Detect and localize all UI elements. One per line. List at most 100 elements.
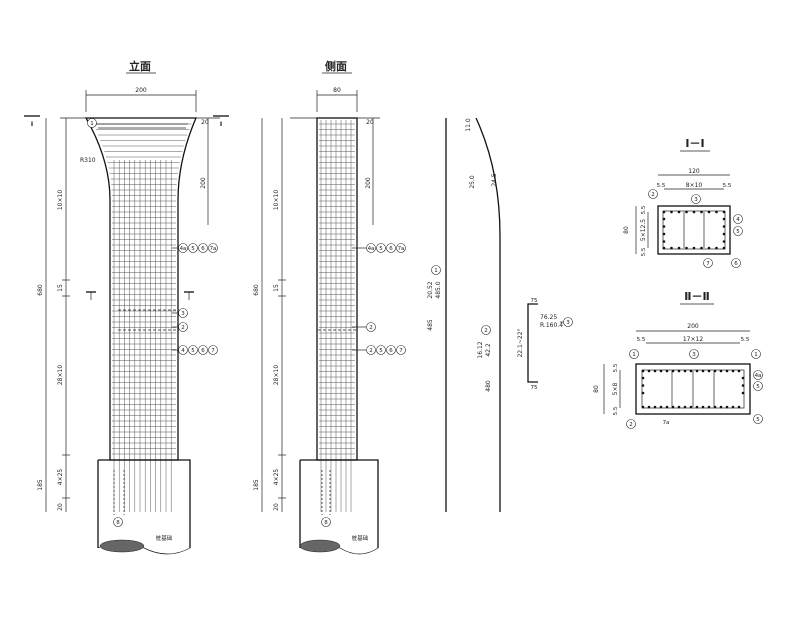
rebar-dot — [707, 369, 711, 373]
rebar-dot — [722, 225, 726, 228]
svg-text:4: 4 — [736, 217, 740, 223]
bar-curve-top — [475, 117, 501, 512]
svg-text:7a: 7a — [210, 246, 217, 252]
svg-text:5.5: 5.5 — [741, 337, 750, 343]
svg-text:7: 7 — [399, 348, 403, 354]
rebar-dot — [692, 210, 696, 214]
svg-text:2: 2 — [651, 192, 655, 198]
svg-text:7: 7 — [211, 348, 215, 354]
rebar-dot — [665, 405, 669, 409]
svg-text:3: 3 — [181, 311, 185, 317]
section2-rebars — [641, 369, 745, 409]
rebar-dot — [719, 405, 723, 409]
svg-text:1: 1 — [90, 121, 94, 127]
svg-text:7a: 7a — [398, 246, 405, 252]
side-pile — [299, 459, 379, 548]
rebar-dot — [731, 369, 735, 373]
rebar-dot — [670, 210, 673, 214]
svg-text:11.0: 11.0 — [465, 118, 472, 132]
cut2-left-label: Ⅱ — [31, 121, 34, 128]
rebar-dot — [659, 405, 663, 409]
side-rebar-grid — [319, 120, 355, 512]
svg-text:5: 5 — [756, 384, 760, 390]
rebar-dot — [722, 210, 726, 214]
svg-text:2: 2 — [181, 325, 185, 331]
rebar-dot — [722, 246, 726, 250]
svg-text:6: 6 — [734, 261, 738, 267]
rebar-dot — [707, 210, 711, 214]
svg-text:10×10: 10×10 — [57, 190, 64, 210]
svg-text:3: 3 — [692, 352, 696, 358]
svg-text:5.5: 5.5 — [613, 406, 619, 415]
svg-text:20: 20 — [366, 119, 374, 126]
rebar-dot — [677, 405, 681, 409]
section2-outline — [635, 363, 751, 415]
svg-text:20: 20 — [57, 503, 64, 511]
svg-text:185: 185 — [37, 479, 44, 491]
rebar-dot — [683, 405, 687, 409]
elevation-pile — [97, 459, 191, 548]
rebar-dot — [662, 217, 666, 221]
rebar-dot — [741, 384, 745, 387]
stirrup — [662, 210, 726, 250]
svg-text:485: 485 — [427, 319, 434, 331]
rebar-dot — [737, 369, 741, 373]
svg-text:5.5: 5.5 — [641, 247, 647, 256]
stirrup — [641, 369, 745, 409]
rebar-dot — [692, 246, 696, 250]
side-view: 侧面 80 桩基础 20 200 10×10 15 28×10 — [253, 59, 406, 555]
rebar-dot — [689, 405, 693, 409]
svg-text:4a: 4a — [755, 373, 762, 379]
elevation-callouts: 4a 5 6 7a 3 2 4 5 6 7 1 8 — [87, 118, 218, 527]
elevation-view: 立面 200 Ⅱ Ⅱ R310 桩基础 20 200 — [24, 59, 229, 555]
svg-text:5×12.5: 5×12.5 — [640, 219, 647, 241]
rebar-dot — [689, 369, 693, 373]
svg-text:5.5: 5.5 — [613, 363, 619, 372]
svg-text:80: 80 — [593, 385, 600, 393]
rebar-dot — [665, 369, 669, 373]
section2-callouts: 1 3 1 2 7a 4a 5 5 — [626, 349, 763, 429]
section1-outline — [657, 205, 731, 255]
svg-text:R.160.4: R.160.4 — [540, 322, 563, 329]
rebar-dot — [741, 391, 745, 395]
section-2: Ⅱ－Ⅱ 200 17×12 5.5 5.5 80 5×8 5.5 5.5 1 3… — [593, 290, 763, 429]
svg-text:200: 200 — [200, 177, 207, 189]
svg-text:6: 6 — [389, 246, 393, 252]
rebar-dot — [662, 240, 666, 243]
bar-u — [527, 303, 538, 383]
svg-text:17×12: 17×12 — [683, 336, 703, 343]
svg-text:3: 3 — [566, 320, 570, 326]
svg-text:5.5: 5.5 — [641, 205, 647, 214]
svg-text:2: 2 — [629, 422, 633, 428]
svg-text:7a: 7a — [663, 420, 670, 426]
rebar-dot — [722, 232, 726, 236]
rebar-dot — [707, 246, 711, 250]
svg-text:25.0: 25.0 — [469, 175, 476, 189]
svg-text:200: 200 — [365, 177, 372, 189]
svg-text:2: 2 — [484, 328, 488, 334]
svg-text:5: 5 — [379, 246, 383, 252]
cut2-right-label: Ⅱ — [220, 121, 223, 128]
rebar-dot — [662, 232, 666, 236]
svg-text:200: 200 — [687, 323, 699, 330]
rebar-dot — [677, 369, 681, 373]
svg-text:6: 6 — [201, 348, 205, 354]
svg-text:185: 185 — [253, 479, 260, 491]
svg-text:480: 480 — [485, 380, 492, 392]
svg-text:15: 15 — [57, 284, 64, 292]
svg-text:680: 680 — [37, 284, 44, 296]
rebar-dot — [722, 217, 726, 221]
svg-text:4×25: 4×25 — [57, 469, 64, 486]
svg-text:8: 8 — [116, 520, 120, 526]
rebar-dot — [707, 405, 711, 409]
bar-details: 11.0 25.0 24.5 20.52 485.0 1 485 16.12 4… — [427, 117, 573, 512]
rebar-dot — [685, 246, 688, 250]
rebar-dot — [653, 405, 657, 409]
side-left-dims: 10×10 15 28×10 4×25 185 20 680 — [253, 118, 286, 512]
svg-text:6: 6 — [201, 246, 205, 252]
svg-text:42.2: 42.2 — [485, 343, 492, 357]
svg-text:76.25: 76.25 — [540, 314, 557, 321]
rebar-dot — [662, 210, 666, 214]
rebar-dot — [701, 405, 705, 409]
